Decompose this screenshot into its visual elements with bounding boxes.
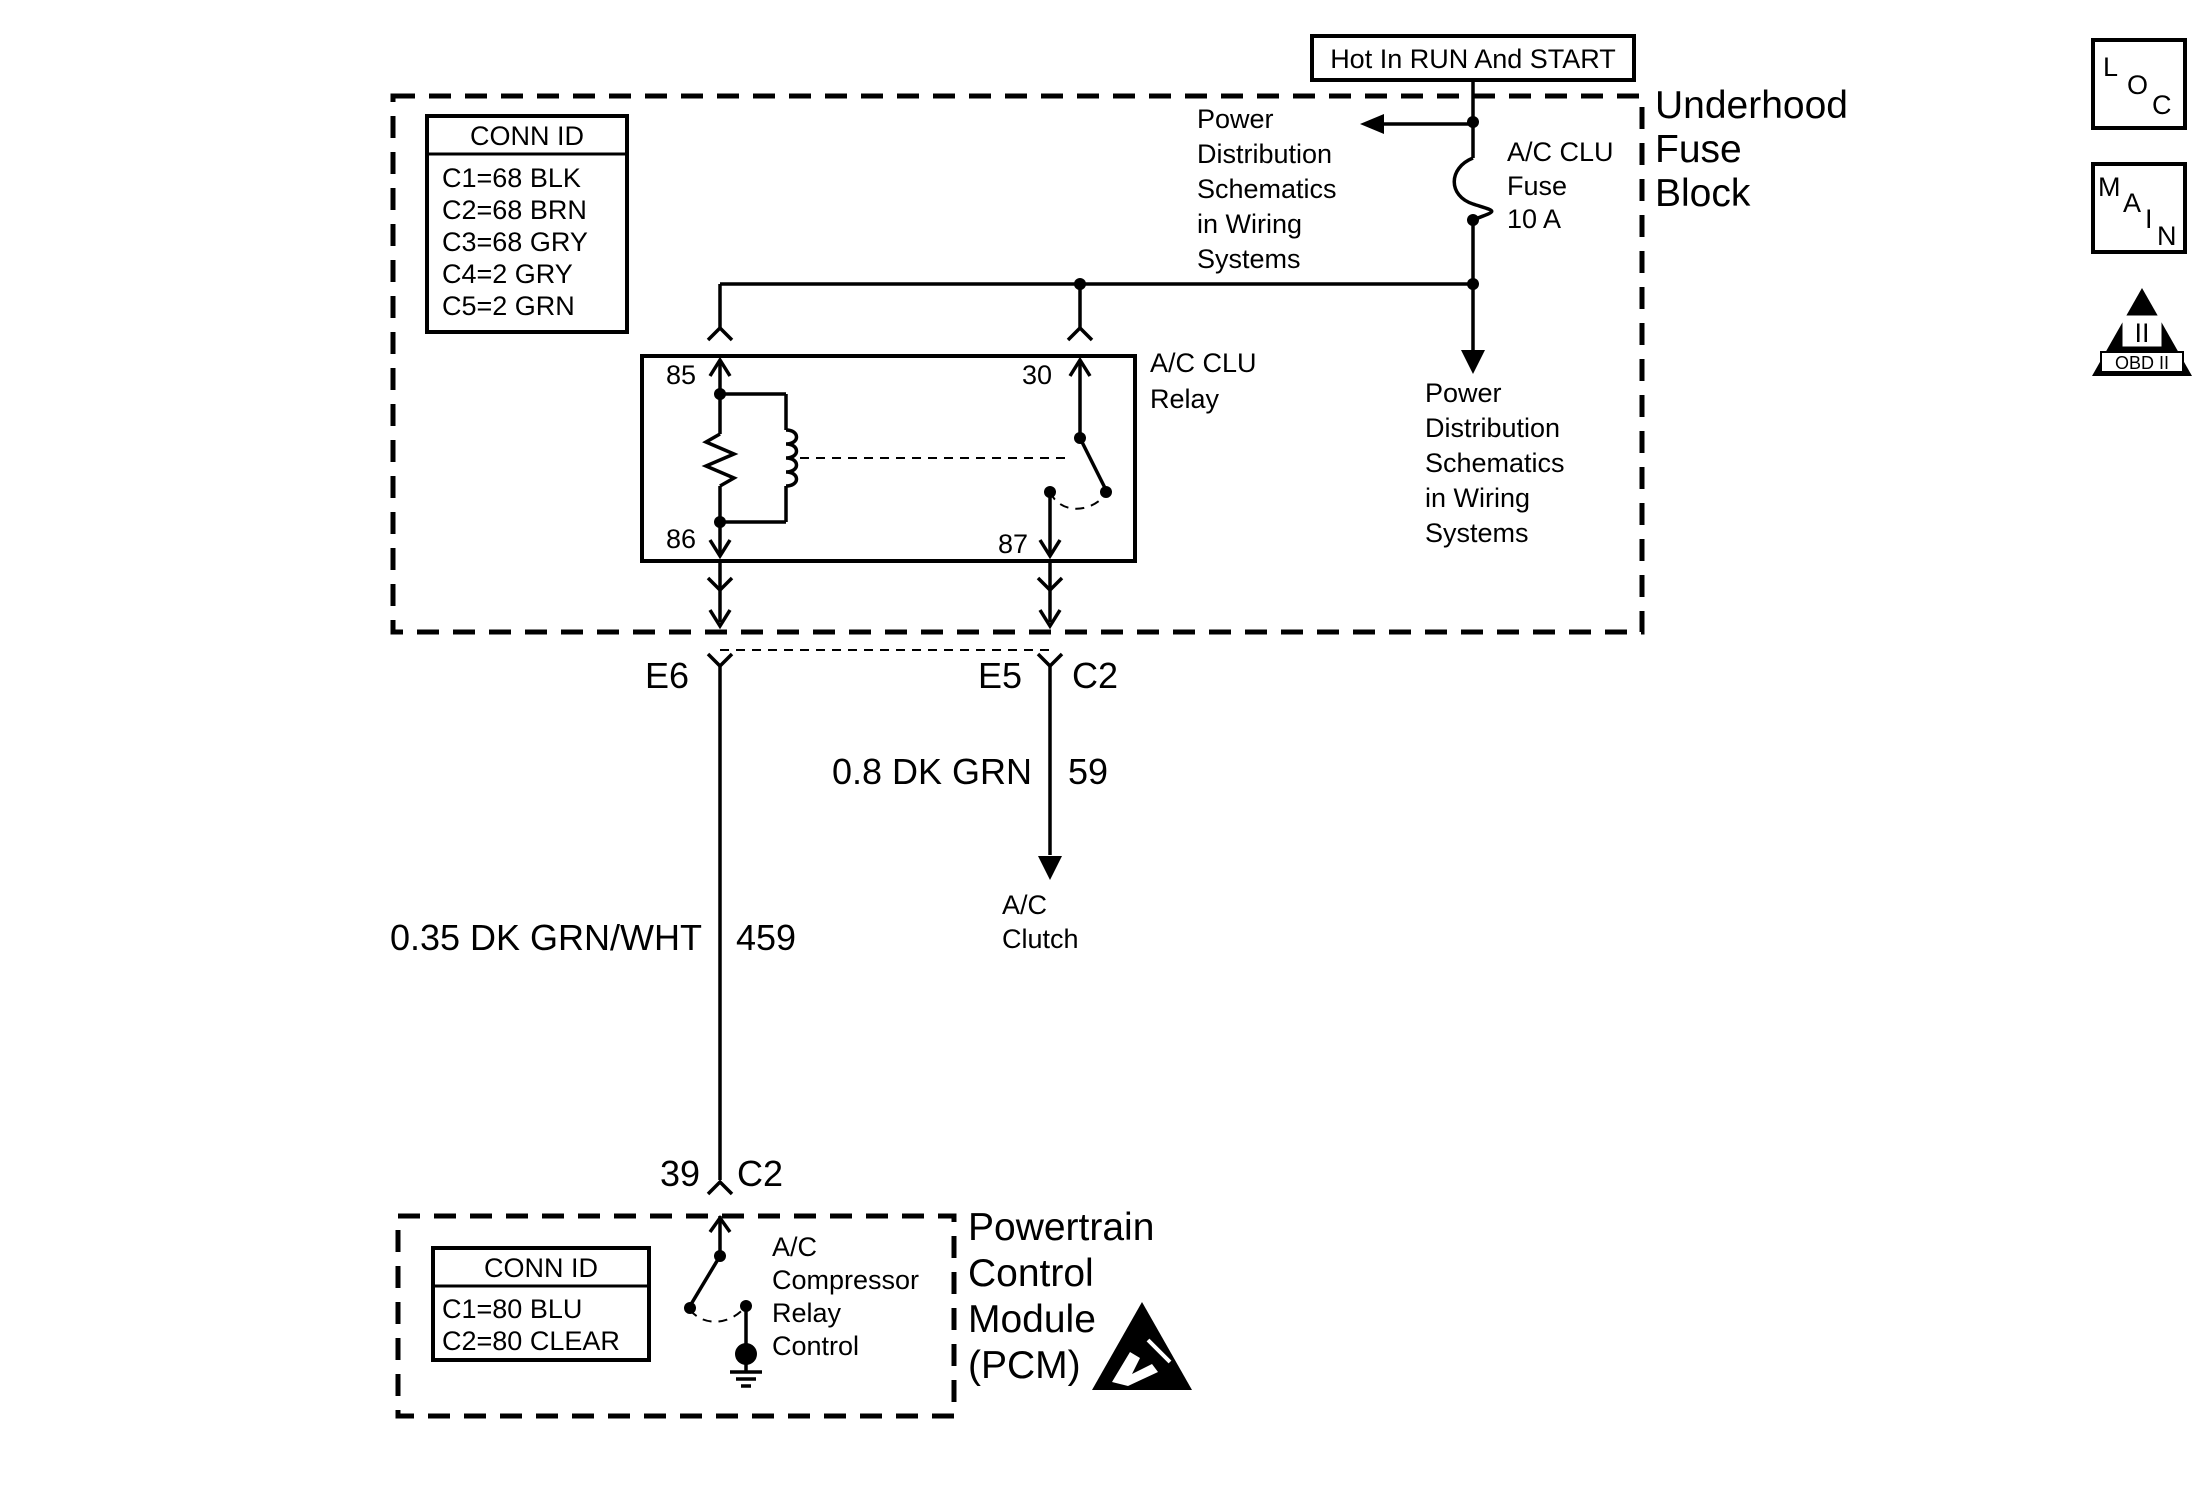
ac-clutch-label: A/C Clutch [1002, 890, 1079, 954]
connector-chevron-icon [706, 325, 734, 342]
relay-output-wiring [706, 561, 1064, 1196]
svg-text:M: M [2098, 172, 2121, 202]
svg-text:A/C: A/C [772, 1232, 817, 1262]
ground-icon [730, 1364, 762, 1388]
svg-text:Control: Control [772, 1331, 859, 1361]
relay-label: A/C CLU Relay [1150, 348, 1257, 414]
svg-text:I: I [2145, 204, 2153, 234]
relay-pin-86: 86 [666, 524, 696, 554]
connector-chevron-icon [1066, 325, 1094, 342]
conn-id-row: C1=80 BLU [442, 1294, 582, 1324]
svg-text:A: A [2123, 188, 2141, 218]
resistor-icon [701, 432, 739, 488]
svg-text:A/C: A/C [1002, 890, 1047, 920]
svg-text:Schematics: Schematics [1425, 448, 1565, 478]
svg-text:Clutch: Clutch [1002, 924, 1079, 954]
pcm-conn-id-table: CONN ID C1=80 BLU C2=80 CLEAR [431, 1246, 651, 1362]
fuse-icon [1452, 156, 1494, 222]
svg-text:Fuse: Fuse [1655, 128, 1742, 171]
relay-pin-30: 30 [1022, 360, 1052, 390]
connector-chevron-icon [706, 652, 734, 669]
svg-text:OBD II: OBD II [2115, 353, 2169, 373]
svg-text:Distribution: Distribution [1197, 139, 1332, 169]
conn-id-row: C2=68 BRN [442, 195, 587, 225]
arrow-down-icon [1461, 350, 1485, 374]
connector-e5-label: E5 [978, 655, 1022, 696]
arrow-down-icon [1038, 856, 1062, 880]
pcm-title: Powertrain Control Module (PCM) [968, 1206, 1154, 1387]
loc-nav-button[interactable]: L O C [2091, 38, 2187, 130]
connector-chevron-icon [706, 1179, 734, 1196]
svg-text:in Wiring: in Wiring [1197, 209, 1302, 239]
esd-warning-icon [1092, 1302, 1192, 1390]
svg-text:Relay: Relay [1150, 384, 1220, 414]
fuse-block-conn-id-table: CONN ID C1=68 BLK C2=68 BRN C3=68 GRY C4… [425, 114, 629, 334]
svg-text:in Wiring: in Wiring [1425, 483, 1530, 513]
main-nav-button[interactable]: M A I N [2091, 162, 2187, 254]
pcm-control-label: A/C Compressor Relay Control [772, 1232, 919, 1361]
svg-text:L: L [2103, 52, 2118, 82]
conn-id-header: CONN ID [470, 121, 584, 151]
fuse-feed-wiring [706, 80, 1494, 374]
svg-text:O: O [2127, 70, 2148, 100]
conn-id-row: C2=80 CLEAR [442, 1326, 620, 1356]
pcm-outline [395, 1213, 957, 1419]
svg-text:N: N [2157, 221, 2177, 251]
svg-text:Block: Block [1655, 172, 1751, 215]
conn-id-row: C4=2 GRY [442, 259, 573, 289]
hot-in-run-start-text: Hot In RUN And START [1330, 44, 1616, 74]
svg-text:Power: Power [1197, 104, 1274, 134]
control-wire-circuit-label: 459 [736, 917, 796, 958]
svg-text:Distribution: Distribution [1425, 413, 1560, 443]
fuse-label: A/C CLU Fuse 10 A [1507, 137, 1614, 234]
switch-blade-icon [1078, 437, 1108, 491]
svg-text:Systems: Systems [1197, 244, 1301, 274]
svg-text:Module: Module [968, 1298, 1096, 1341]
svg-text:Schematics: Schematics [1197, 174, 1337, 204]
control-wire-color-label: 0.35 DK GRN/WHT [390, 917, 702, 958]
power-distribution-bottom-label: Power Distribution Schematics in Wiring … [1425, 378, 1565, 548]
connector-c2-label: C2 [1072, 655, 1118, 696]
obd-ii-nav-button[interactable]: II OBD II [2092, 288, 2192, 376]
underhood-fuse-block-title: Underhood Fuse Block [1655, 84, 1848, 215]
relay-pin-85: 85 [666, 360, 696, 390]
svg-text:Fuse: Fuse [1507, 171, 1567, 201]
connector-e6-label: E6 [645, 655, 689, 696]
conn-id-row: C3=68 GRY [442, 227, 588, 257]
svg-text:Control: Control [968, 1252, 1094, 1295]
svg-text:A/C CLU: A/C CLU [1150, 348, 1257, 378]
pcm-pin-39-label: 39 [660, 1153, 700, 1194]
relay-pin-87: 87 [998, 529, 1028, 559]
clutch-wire-circuit-label: 59 [1068, 751, 1108, 792]
svg-text:Power: Power [1425, 378, 1502, 408]
svg-text:Powertrain: Powertrain [968, 1206, 1154, 1249]
conn-id-row: C1=68 BLK [442, 163, 581, 193]
svg-text:Underhood: Underhood [1655, 84, 1848, 127]
svg-text:Relay: Relay [772, 1298, 842, 1328]
underhood-fuse-block-outline [390, 93, 1645, 635]
svg-text:II: II [2134, 318, 2149, 348]
svg-text:Compressor: Compressor [772, 1265, 919, 1295]
hot-in-run-start-label: Hot In RUN And START [1310, 34, 1636, 82]
svg-text:(PCM): (PCM) [968, 1344, 1081, 1387]
conn-id-row: C5=2 GRN [442, 291, 575, 321]
power-distribution-top-label: Power Distribution Schematics in Wiring … [1197, 104, 1337, 274]
coil-icon [785, 428, 799, 488]
svg-text:C: C [2152, 90, 2172, 120]
pcm-relay-control-switch [684, 1214, 762, 1388]
connector-chevron-icon [1036, 652, 1064, 669]
pcm-connector-c2-label: C2 [737, 1153, 783, 1194]
ac-clu-relay: 85 86 30 87 [640, 354, 1137, 563]
svg-text:10 A: 10 A [1507, 204, 1561, 234]
svg-text:Systems: Systems [1425, 518, 1529, 548]
svg-text:A/C CLU: A/C CLU [1507, 137, 1614, 167]
clutch-wire-color-label: 0.8 DK GRN [832, 751, 1032, 792]
arrow-left-icon [1360, 114, 1384, 134]
conn-id-header: CONN ID [484, 1253, 598, 1283]
